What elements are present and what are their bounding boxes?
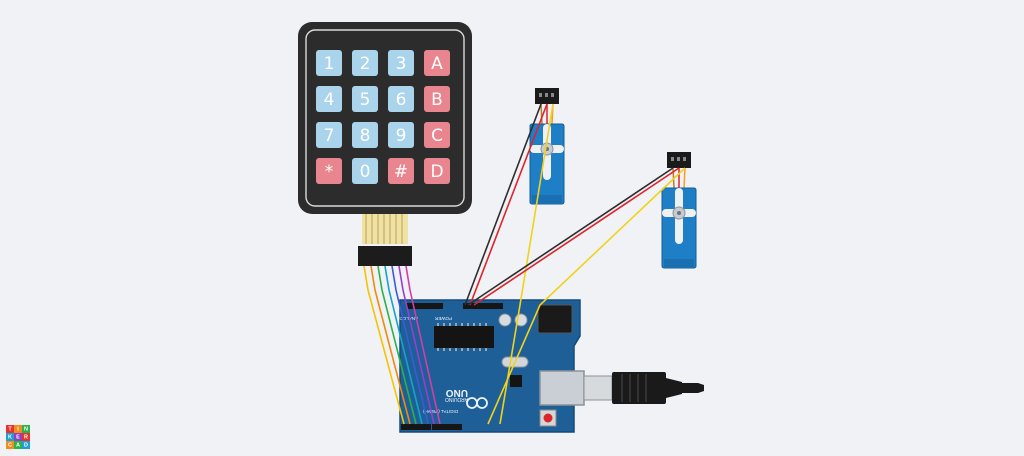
header-digital-high <box>407 303 443 309</box>
servo1-5v-wire[interactable] <box>469 103 548 306</box>
logo-letter: T <box>8 426 12 432</box>
arduino-uno-board[interactable]: UNO ARDUINO POWER ANALOG IN DIGITAL (PWM… <box>393 299 585 433</box>
logo-letter: E <box>16 434 20 440</box>
keypad-key[interactable]: # <box>388 158 414 184</box>
keypad-key[interactable]: 9 <box>388 122 414 148</box>
keypad-wires <box>363 265 441 425</box>
keypad-key[interactable]: 5 <box>352 86 378 112</box>
servo-wires <box>464 103 686 425</box>
keypad-key[interactable]: A <box>424 50 450 76</box>
keypad-key-label: 8 <box>360 126 371 146</box>
logo-letter: N <box>24 426 28 432</box>
keypad-key-label: 3 <box>396 54 407 74</box>
keypad-wire[interactable] <box>377 265 417 425</box>
usb-chip <box>510 375 522 387</box>
keypad-key[interactable]: 7 <box>316 122 342 148</box>
keypad-key[interactable]: D <box>424 158 450 184</box>
logo-letter: C <box>8 442 12 448</box>
keypad-key[interactable]: * <box>316 158 342 184</box>
keypad-4x4[interactable]: 1 2 3 A 4 5 6 B 7 8 9 C * 0 # D <box>298 22 472 266</box>
keypad-connector <box>358 246 412 266</box>
arduino-wordmark: ARDUINO <box>445 396 468 402</box>
arduino-infinity-icon <box>466 397 488 409</box>
keypad-key[interactable]: 6 <box>388 86 414 112</box>
keypad-key[interactable]: 3 <box>388 50 414 76</box>
logo-letter: I <box>17 426 19 432</box>
keypad-key-label: D <box>430 162 443 182</box>
keypad-key[interactable]: C <box>424 122 450 148</box>
keypad-key-label: C <box>431 126 443 146</box>
keypad-wire[interactable] <box>370 265 411 425</box>
servo1-gnd-wire[interactable] <box>464 103 542 306</box>
servo2-5v-wire[interactable] <box>473 167 680 306</box>
keypad-key[interactable]: 4 <box>316 86 342 112</box>
analog-label: ANALOG IN <box>393 316 418 321</box>
keypad-wire[interactable] <box>398 265 435 425</box>
servo-2[interactable] <box>661 152 697 269</box>
keypad-key-label: * <box>325 162 334 182</box>
keypad-wire[interactable] <box>363 265 405 425</box>
keypad-key-label: A <box>431 54 443 74</box>
keypad-key[interactable]: 8 <box>352 122 378 148</box>
keypad-key[interactable]: 1 <box>316 50 342 76</box>
power-label: POWER <box>434 316 452 321</box>
keypad-key-label: # <box>394 162 408 182</box>
keypad-key-label: 0 <box>360 162 371 182</box>
keypad-key-label: 4 <box>324 90 335 110</box>
keypad-key-label: 2 <box>360 54 371 74</box>
header-power <box>463 303 503 309</box>
keypad-ribbon <box>362 214 408 244</box>
keypad-key-label: 5 <box>360 90 371 110</box>
servo2-gnd-wire[interactable] <box>467 167 674 306</box>
usb-socket <box>539 370 585 406</box>
arduino-logo-text: UNO <box>446 387 468 398</box>
logo-letter: D <box>24 442 28 448</box>
usb-cable[interactable] <box>583 372 704 404</box>
keypad-key-label: B <box>431 90 443 110</box>
keypad-key[interactable]: 0 <box>352 158 378 184</box>
atmega-chip <box>434 326 494 348</box>
keypad-wire[interactable] <box>384 265 423 425</box>
servo-1[interactable] <box>529 88 565 205</box>
logo-letter: K <box>8 434 12 440</box>
header-digital-low <box>401 424 431 430</box>
keypad-key-label: 9 <box>396 126 407 146</box>
keypad-wire[interactable] <box>391 265 429 425</box>
servo1-signal-wire[interactable] <box>499 103 554 425</box>
servo2-signal-wire[interactable] <box>487 167 686 425</box>
logo-letter: A <box>16 442 20 448</box>
keypad-key-label: 1 <box>324 54 335 74</box>
capacitor <box>498 313 512 327</box>
logo-letter: R <box>24 434 28 440</box>
keypad-key-label: 7 <box>324 126 335 146</box>
keypad-key[interactable]: B <box>424 86 450 112</box>
keypad-key[interactable]: 2 <box>352 50 378 76</box>
power-jack <box>537 304 573 334</box>
digital-label: DIGITAL (PWM~) <box>423 409 458 414</box>
keypad-wire[interactable] <box>405 265 441 425</box>
keypad-key-label: 6 <box>396 90 407 110</box>
